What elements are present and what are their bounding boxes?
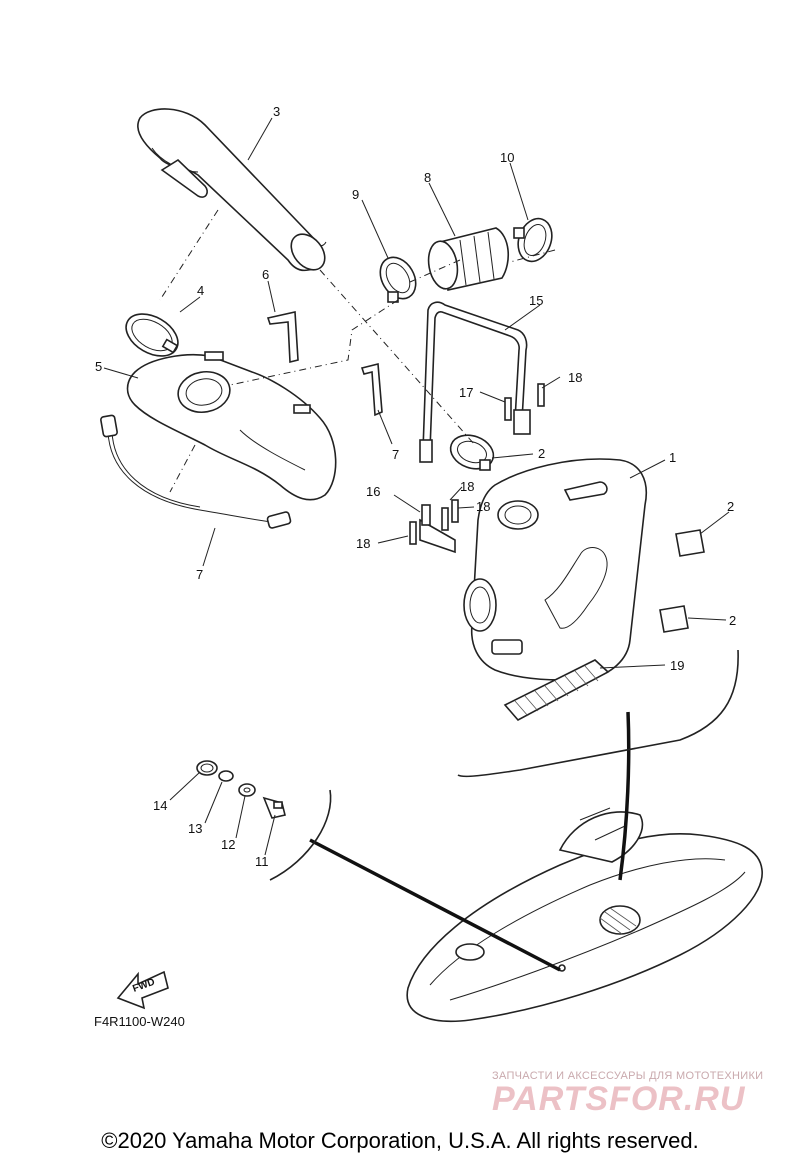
part-11-hose-clamp (513, 217, 553, 263)
callout-10: 9 (352, 187, 359, 202)
callout-9: 8 (424, 170, 431, 185)
callout-14: 13 (188, 821, 202, 836)
part-1-fuel-tank (463, 458, 647, 681)
part-10-hose-clamp (379, 256, 417, 303)
part-19-ribbed-mat (503, 659, 610, 722)
callout-16: 15 (529, 293, 543, 308)
callout-8: 7 (196, 567, 203, 582)
part-15-hose-clip (196, 760, 218, 776)
part-5-hose-clamp (125, 313, 179, 357)
callout-13: 12 (221, 837, 235, 852)
part-12-drain-plug (262, 796, 286, 819)
part-14-washer (218, 770, 234, 782)
callout-numbers: 3 4 5 6 7 7 8 9 10 15 17 18 2 1 2 2 19 1… (95, 104, 736, 869)
part-13-gasket (238, 783, 256, 797)
part-4-hose-clamp (449, 434, 495, 471)
callout-2-upper: 2 (727, 499, 734, 514)
callout-1: 1 (669, 450, 676, 465)
part-7-bracket-left (266, 311, 299, 364)
callout-2-lower: 2 (729, 613, 736, 628)
callout-15: 14 (153, 798, 167, 813)
callout-17: 16 (366, 484, 380, 499)
callout-7-right: 7 (392, 447, 399, 462)
leader-lines (103, 117, 730, 856)
part-18-bolts (409, 383, 545, 545)
callout-18-upper-right: 18 (568, 370, 582, 385)
part-6-intake-chamber (126, 351, 337, 501)
callout-4: 2 (538, 446, 545, 461)
callout-18-mid-top: 18 (460, 479, 474, 494)
part-3-intake-hose (137, 108, 327, 272)
callout-6: 5 (95, 359, 102, 374)
watermark-tagline: ЗАПЧАСТИ И АКСЕССУАРЫ ДЛЯ МОТОТЕХНИКИ (492, 1070, 764, 1082)
callout-7-left: 6 (262, 267, 269, 282)
callout-12: 11 (255, 854, 269, 869)
callout-18-left: 18 (356, 536, 370, 551)
callout-5: 4 (197, 283, 204, 298)
callout-11: 10 (500, 150, 514, 165)
watercraft-overview (406, 807, 763, 1022)
part-8-wire-lead (100, 414, 292, 529)
callout-3: 3 (273, 104, 280, 119)
assembly-lines (159, 209, 556, 493)
copyright-notice: ©2020 Yamaha Motor Corporation, U.S.A. A… (101, 1128, 699, 1153)
fwd-arrow: FWD (116, 970, 169, 1010)
part-7-bracket-right (360, 362, 383, 417)
watermark-logo: PARTSFOR.RU (492, 1080, 746, 1118)
part-9-rubber-sleeve (427, 227, 509, 291)
callout-19: 19 (670, 658, 684, 673)
detail-brackets (269, 649, 739, 972)
callout-18-mid-right: 18 (476, 499, 490, 514)
diagram-code: F4R1100-W240 (94, 1014, 185, 1029)
part-17-bracket (419, 504, 456, 554)
part-2-pad-lower (659, 605, 689, 633)
part-16-tank-strap (419, 301, 531, 463)
callout-18-upper-left: 17 (459, 385, 473, 400)
part-2-pad-upper (675, 529, 705, 557)
